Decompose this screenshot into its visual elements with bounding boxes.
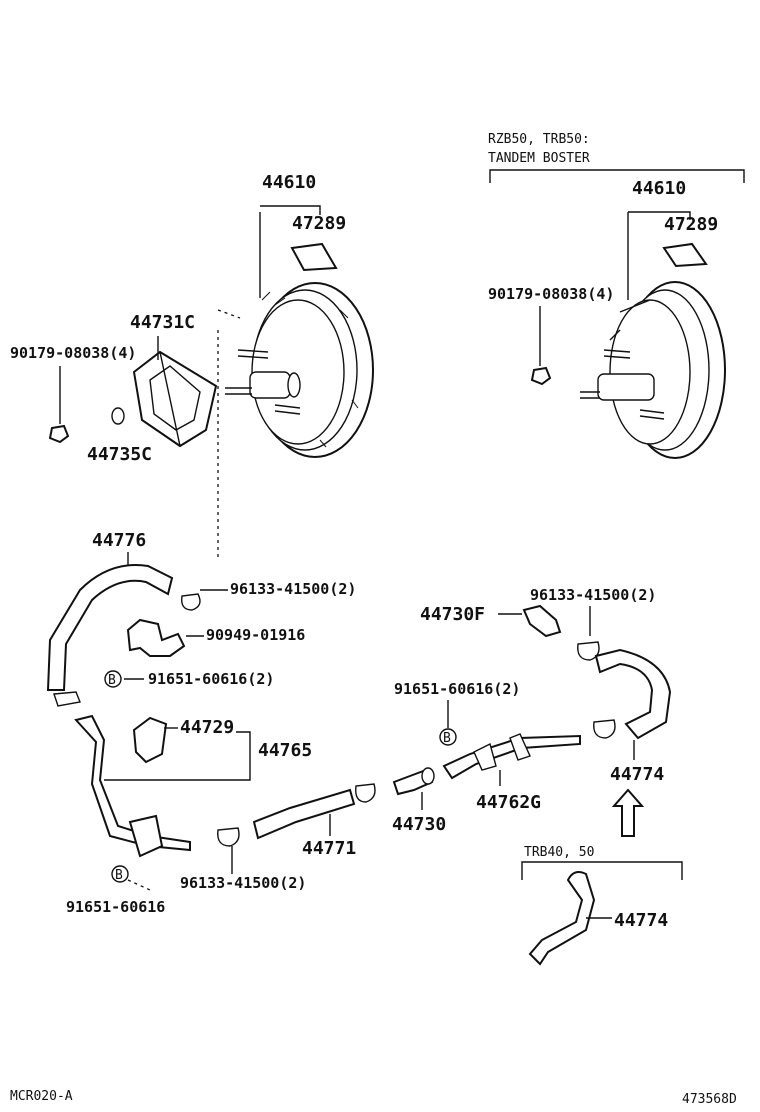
bolt-marker-right-letter: B [443, 731, 451, 746]
booster-gasket [132, 350, 218, 448]
label-union-f: 44730F [420, 604, 485, 625]
bracket-clip-icon [126, 618, 186, 657]
bolt-marker-lower-icon [111, 865, 129, 883]
hose-middle [252, 788, 356, 840]
clip-right-lower-icon [593, 719, 616, 739]
label-bolt-lower: 91651-60616 [66, 898, 165, 916]
clip-right-icon [577, 641, 600, 661]
bracket-small-icon [132, 716, 168, 764]
label-bracket-clip: 90949-01916 [206, 626, 305, 644]
warning-plate-right [662, 242, 708, 268]
label-booster-right: 44610 [632, 178, 686, 199]
label-check-valve: 44730 [392, 814, 446, 835]
vacuum-pipe [74, 714, 191, 852]
brake-booster-right [580, 281, 726, 459]
label-clip-right: 96133-41500(2) [530, 586, 656, 604]
label-hose-variant: 44774 [614, 910, 668, 931]
nut-right-icon [530, 366, 552, 386]
label-plate-left: 47289 [292, 213, 346, 234]
clip-lower-upper-hose [53, 691, 81, 707]
bolt-marker-upper-letter: B [108, 673, 116, 688]
label-washer: 44735C [87, 444, 152, 465]
nut-left-icon [48, 424, 70, 444]
label-hose-right: 44774 [610, 764, 664, 785]
label-pipe-assy: 44765 [258, 740, 312, 761]
label-clip-lower-left: 96133-41500(2) [180, 874, 306, 892]
dashed-guide-left [217, 309, 241, 560]
hose-variant [528, 871, 596, 966]
label-booster-left: 44610 [262, 172, 316, 193]
footer-right-code: 473568D [682, 1092, 737, 1107]
union-fitting [522, 604, 562, 638]
check-valve [392, 767, 435, 796]
variant-bracket [489, 169, 745, 183]
variant-note-line1: RZB50, TRB50: [488, 132, 590, 147]
bolt-marker-right-icon [439, 728, 457, 746]
label-bolt-upper: 91651-60616(2) [148, 670, 274, 688]
brake-booster-left [225, 282, 374, 458]
label-clip-upper-left: 96133-41500(2) [230, 580, 356, 598]
clip-lower-left-icon [217, 827, 240, 847]
washer-icon [111, 407, 125, 425]
valve-bracket [442, 733, 581, 780]
label-hose-middle: 44771 [302, 838, 356, 859]
hose-right [594, 648, 672, 740]
label-plate-right: 47289 [664, 214, 718, 235]
bolt-marker-lower-letter: B [115, 868, 123, 883]
label-nut-left: 90179-08038(4) [10, 344, 136, 362]
label-hose-upper: 44776 [92, 530, 146, 551]
leader-booster-left-top [260, 205, 321, 215]
dashed-guide-bolt-lower [127, 879, 151, 891]
label-valve-bracket: 44762G [476, 792, 541, 813]
up-arrow-icon [611, 788, 645, 837]
label-bracket-small: 44729 [180, 717, 234, 738]
leader-booster-right [627, 211, 691, 300]
clip-middle-icon [355, 783, 376, 803]
variant-note-line2: TANDEM BOSTER [488, 151, 590, 166]
hose-upper [46, 564, 174, 691]
footer-left-code: MCR020-A [10, 1089, 73, 1104]
label-gasket: 44731C [130, 312, 195, 333]
bolt-marker-upper-icon [104, 670, 122, 688]
clip-upper-left-icon [181, 593, 201, 611]
label-lower-variant: TRB40, 50 [524, 845, 594, 860]
pipe-mount-bracket [128, 814, 164, 858]
lower-variant-bracket [521, 861, 683, 880]
warning-plate-left [290, 242, 338, 272]
label-bolt-right: 91651-60616(2) [394, 680, 520, 698]
leader-pipe-assy [104, 731, 251, 781]
label-nut-right: 90179-08038(4) [488, 285, 614, 303]
